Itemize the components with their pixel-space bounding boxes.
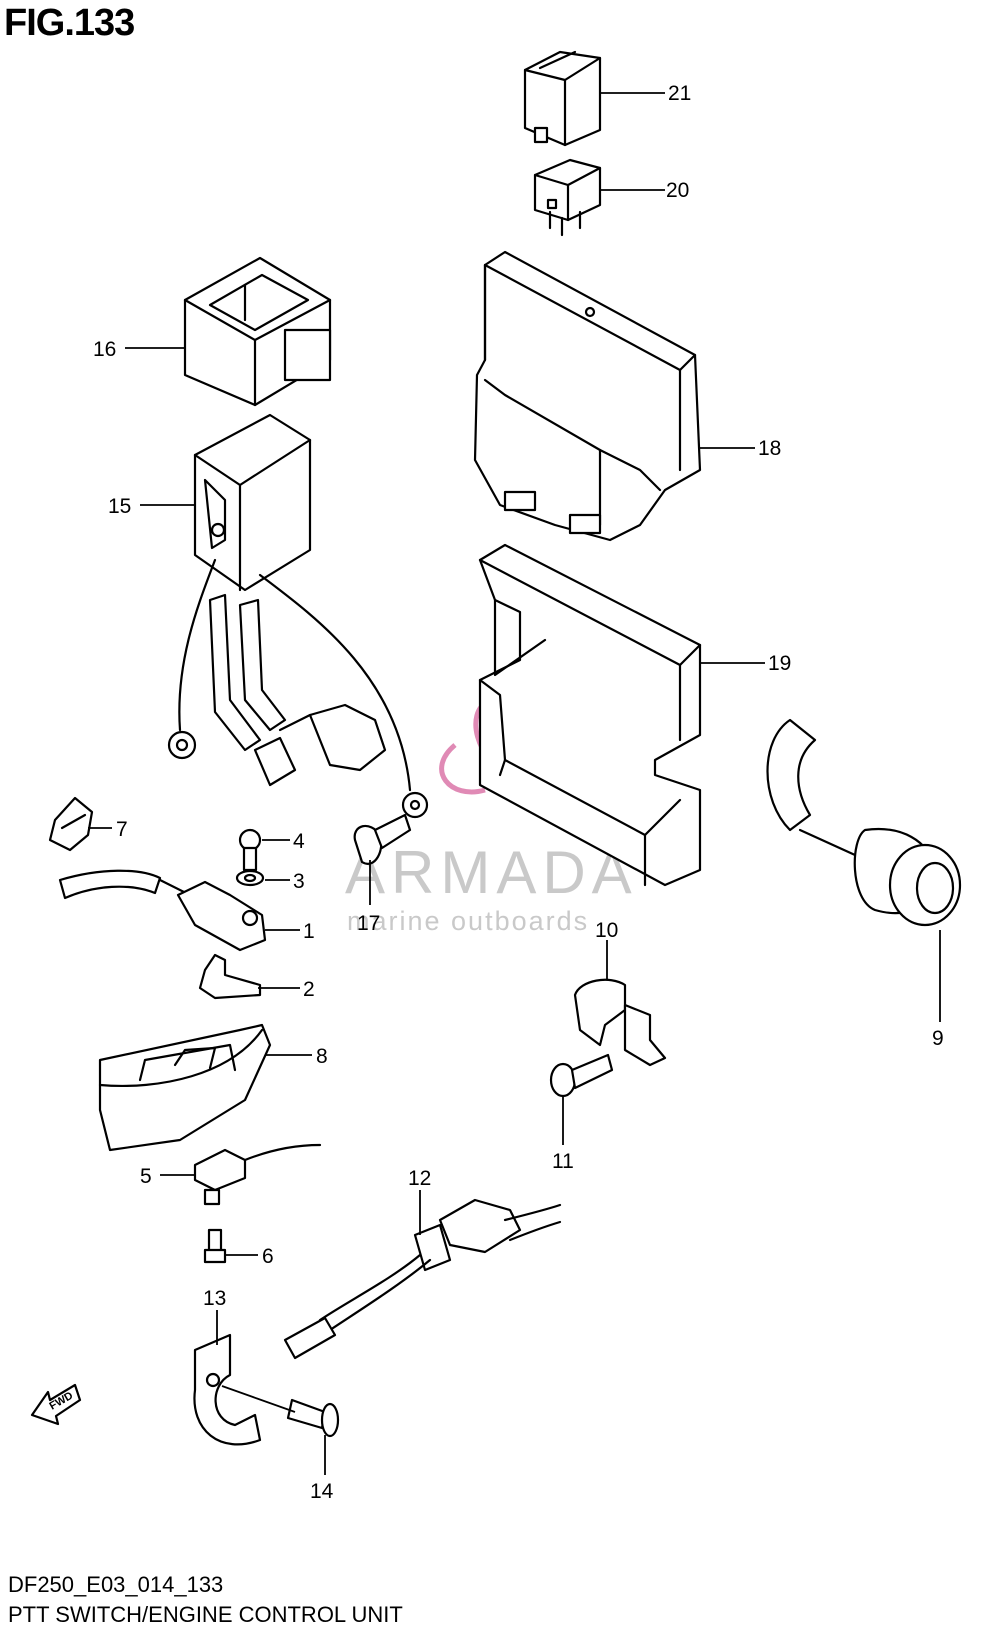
- part-number-2: 2: [303, 978, 315, 1001]
- part-number-12: 12: [408, 1167, 431, 1190]
- part-1-ptt-switch: [58, 869, 267, 952]
- leader-lines: [88, 92, 941, 1475]
- part-number-3: 3: [293, 870, 305, 893]
- part-16-connector-boot: [183, 256, 332, 407]
- part-20-relay: [533, 158, 602, 237]
- watermark-brand: ARMADA: [345, 839, 638, 906]
- part-number-4: 4: [293, 830, 305, 853]
- part-5-micro-switch: [193, 1143, 322, 1206]
- part-21-relay-cover: [523, 50, 602, 147]
- fwd-arrow-icon: FWD: [30, 1383, 82, 1426]
- part-number-1: 1: [303, 920, 315, 943]
- part-number-9: 9: [932, 1027, 944, 1050]
- part-18-engine-control-unit: [473, 250, 702, 542]
- part-17-bolt: [353, 813, 412, 865]
- part-number-14: 14: [310, 1480, 334, 1503]
- diagram-code: DF250_E03_014_133: [8, 1572, 224, 1597]
- part-6-screw: [203, 1228, 227, 1264]
- part-number-10: 10: [595, 919, 618, 942]
- part-7-clip: [48, 796, 94, 852]
- part-19-ecu-cover: [478, 543, 702, 887]
- part-number-11: 11: [552, 1150, 574, 1173]
- part-9-switch: [766, 718, 962, 927]
- part-2-bracket: [198, 953, 262, 1000]
- part-number-5: 5: [140, 1165, 152, 1188]
- part-number-8: 8: [316, 1045, 328, 1068]
- part-number-7: 7: [116, 818, 128, 841]
- part-number-19: 19: [768, 652, 791, 675]
- part-number-16: 16: [93, 338, 116, 361]
- part-13-clamp: [193, 1333, 262, 1446]
- part-4-screw: [238, 828, 262, 872]
- part-10-clamp: [573, 978, 667, 1067]
- part-number-13: 13: [203, 1287, 226, 1310]
- part-number-17: 17: [357, 912, 380, 935]
- part-12-switch-harness: [283, 1198, 562, 1360]
- part-numbers: 21 20 16 18 15 19 7 4 3 17 1 10 2 9 8 11…: [93, 82, 944, 1503]
- part-11-bolt: [549, 1053, 614, 1098]
- part-number-18: 18: [758, 437, 781, 460]
- part-14-bolt: [286, 1398, 340, 1438]
- part-number-20: 20: [666, 179, 689, 202]
- part-15-module-harness: [167, 413, 429, 819]
- part-8-switch-housing: [98, 1023, 272, 1152]
- part-number-6: 6: [262, 1245, 274, 1268]
- diagram-caption: PTT SWITCH/ENGINE CONTROL UNIT: [8, 1602, 403, 1627]
- watermark-tagline: marine outboards: [347, 906, 589, 936]
- part-number-15: 15: [108, 495, 131, 518]
- part-3-washer: [235, 869, 265, 887]
- figure-title: FIG.133: [4, 2, 135, 44]
- part-number-21: 21: [668, 82, 691, 105]
